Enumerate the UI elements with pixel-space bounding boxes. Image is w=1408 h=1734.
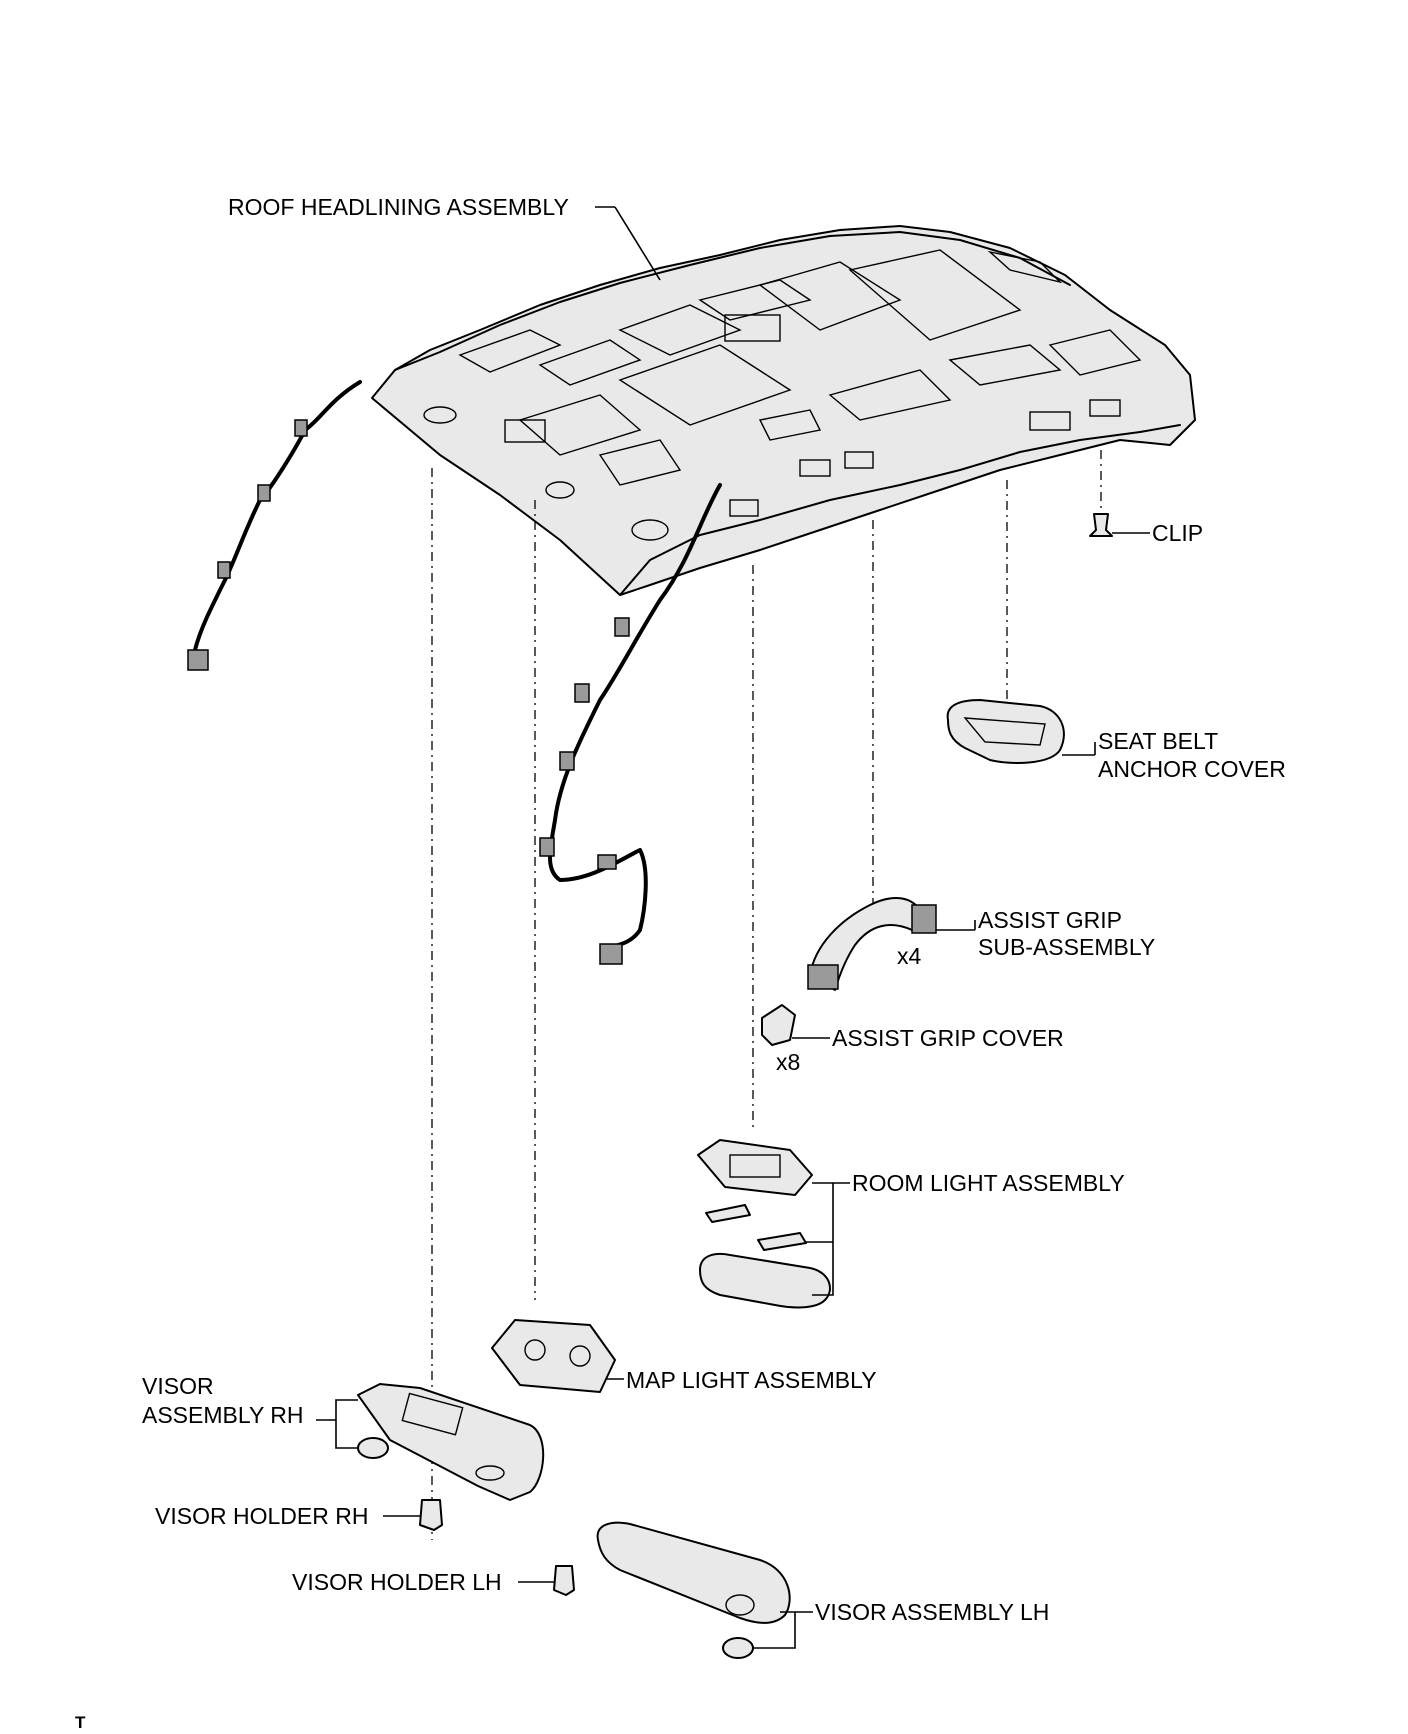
wire-harness-lh: [539, 483, 722, 965]
visor-rh-clip: [357, 1437, 389, 1459]
headlining-panel: [848, 249, 1022, 341]
corner-mark: T: [75, 1713, 86, 1732]
label-assist-grip-cover-qty: x8: [776, 1049, 800, 1075]
grip-slot: [799, 459, 831, 477]
map-light-opening: [504, 419, 546, 443]
headlining-panel: [948, 344, 1062, 386]
headlining-panel: [828, 369, 952, 421]
label-visor-rh-2: ASSEMBLY RH: [142, 1402, 303, 1428]
connector-icon: [187, 649, 209, 671]
label-assist-grip-1: ASSIST GRIP: [978, 907, 1122, 933]
room-light-lens-piece: [705, 1204, 751, 1223]
assist-grip-sub-assembly: ASSIST GRIP SUB-ASSEMBLY x4: [807, 897, 1155, 991]
visor-hole: [423, 406, 457, 424]
label-visor-holder-lh: VISOR HOLDER LH: [292, 1569, 502, 1595]
visor-assembly-rh: VISOR ASSEMBLY RH: [142, 1373, 545, 1501]
label-assist-grip-cover: ASSIST GRIP COVER: [832, 1025, 1064, 1051]
wire-harness-rh: [187, 380, 362, 671]
room-light-lens-piece: [757, 1232, 807, 1251]
headlining-panel: [518, 394, 642, 456]
label-room-light: ROOM LIGHT ASSEMBLY: [852, 1170, 1125, 1196]
anchor-cover-slot: [1089, 399, 1121, 417]
headlining-panel: [698, 279, 812, 321]
label-clip: CLIP: [1152, 520, 1203, 546]
headlining-panel: [1048, 329, 1142, 376]
label-visor-holder-rh: VISOR HOLDER RH: [155, 1503, 368, 1529]
headlining-panel: [987, 250, 1063, 284]
headlining-panel: [618, 344, 792, 426]
visor-lh-clip: [722, 1637, 754, 1659]
label-visor-rh-1: VISOR: [142, 1373, 214, 1399]
label-seat-belt-2: ANCHOR COVER: [1098, 756, 1286, 782]
label-seat-belt-1: SEAT BELT: [1098, 728, 1218, 754]
room-light-lens: [699, 1252, 831, 1309]
headlining-panel: [758, 261, 902, 331]
assembly-line: [872, 520, 936, 931]
roof-headlining-assembly: [371, 225, 1196, 596]
visor-hole: [631, 519, 669, 541]
label-roof-headlining: ROOF HEADLINING ASSEMBLY: [228, 194, 569, 220]
grip-slot: [729, 499, 759, 517]
headlining-panel: [458, 329, 562, 373]
headlining-panel: [618, 304, 742, 356]
seat-belt-anchor-cover: SEAT BELT ANCHOR COVER: [946, 699, 1286, 782]
connector-icon: [599, 943, 623, 965]
headlining-panel: [538, 339, 642, 386]
map-light-assembly: MAP LIGHT ASSEMBLY: [491, 1319, 877, 1393]
anchor-cover-slot: [1029, 411, 1071, 431]
label-visor-lh: VISOR ASSEMBLY LH: [815, 1599, 1049, 1625]
room-light-assembly: ROOM LIGHT ASSEMBLY: [697, 1139, 1125, 1309]
headlining-panel: [598, 439, 682, 486]
visor-assembly-lh: VISOR ASSEMBLY LH: [596, 1521, 1049, 1659]
label-assist-grip-2: SUB-ASSEMBLY: [978, 934, 1155, 960]
headlining-panel: [758, 409, 822, 441]
room-light-opening: [724, 314, 781, 342]
leader-line: [614, 206, 661, 281]
label-map-light: MAP LIGHT ASSEMBLY: [626, 1367, 877, 1393]
grip-slot: [844, 451, 874, 469]
clip-part: CLIP: [1089, 513, 1203, 546]
visor-holder-lh: VISOR HOLDER LH: [292, 1565, 575, 1596]
label-assist-grip-qty: x4: [897, 943, 922, 969]
assist-grip-cover: ASSIST GRIP COVER x8: [761, 1004, 1064, 1075]
visor-holder-rh: VISOR HOLDER RH: [155, 1499, 443, 1531]
visor-hole: [545, 481, 575, 499]
